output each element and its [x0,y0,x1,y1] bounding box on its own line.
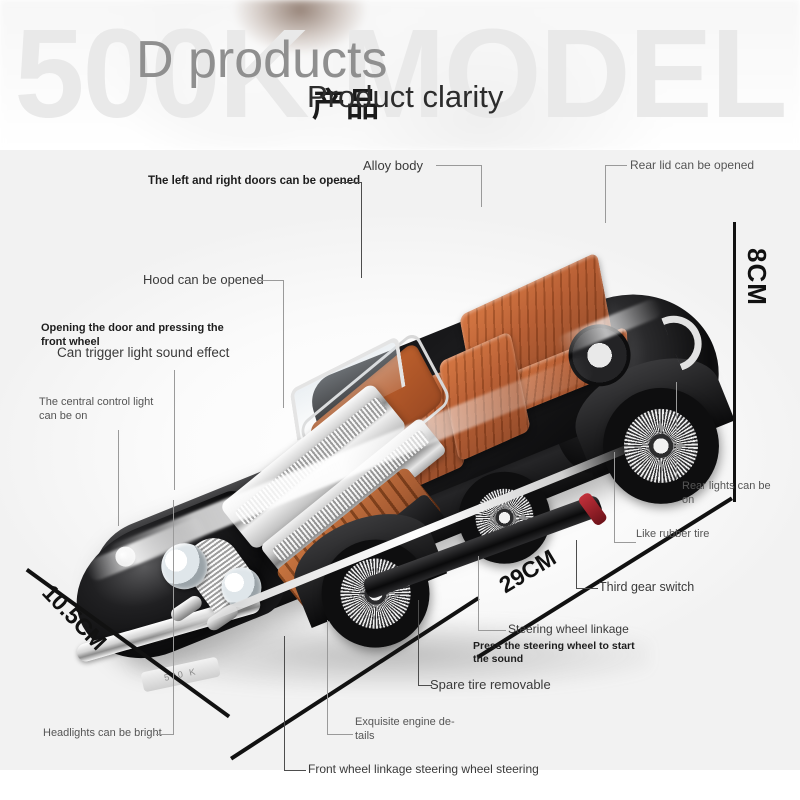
callout-open-door-press: Opening the door and pressing the front … [41,322,224,348]
leader-third-gear-v [576,540,577,588]
dimension-line-height [733,222,736,502]
leader-hood-h [256,280,284,281]
callout-rear-lights: Rear lights can be on [682,480,771,506]
callout-front-wheel-linkage: Front wheel linkage steering wheel steer… [308,762,539,776]
headline-dark: Product clarity [307,79,504,114]
top-blurred-photo [0,0,800,150]
leader-headlights-v [173,500,174,734]
callout-central-control: The central control light can be on [39,396,154,422]
leader-headlights-h [156,734,174,735]
leader-steering-linkage-v [478,556,479,630]
callout-light-sound: Can trigger light sound effect [57,345,230,360]
callout-headlights: Headlights can be bright [43,727,162,739]
leader-third-gear-h [576,588,598,589]
callout-engine-details: Exquisite engine de-tails [355,716,455,742]
leader-rear-lights-v [676,382,677,480]
leader-rear-lid-v [605,165,606,223]
callout-hood-opened: Hood can be opened [143,272,264,287]
leader-spare-tire-v [418,600,419,685]
callout-rear-lid: Rear lid can be opened [630,158,755,172]
leader-engine-details-v [327,620,328,734]
leader-rear-lid-h [605,165,627,166]
callout-third-gear: Third gear switch [599,580,695,594]
callout-steering-linkage: Steering wheel linkage [508,622,629,636]
leader-light-sound-v [174,370,175,490]
leader-left-right-doors-h [338,182,362,183]
leader-central-control-v [118,430,119,526]
brand-watermark: 500K MODEL [14,3,787,144]
callout-left-right-doors: The left and right doors can be opened [148,175,361,187]
headline-chinese: 产品 [312,86,380,123]
dimension-label-height: 8CM [742,248,772,306]
leader-front-wheel-v [284,636,285,770]
leader-front-wheel-h [284,770,306,771]
callout-rubber-tire: Like rubber tire [636,528,710,540]
leader-alloy-body-v [481,165,482,207]
leader-hood-v [283,280,284,408]
callout-alloy-body: Alloy body [363,158,423,173]
model-car-photo: 500 K [0,150,800,770]
leader-spare-tire-h [418,685,432,686]
leader-rubber-tire-h [614,542,636,543]
callout-spare-tire: Spare tire removable [430,677,551,692]
callout-press-steering: Press the steering wheel to start the so… [473,640,635,666]
leader-left-right-doors-v [361,182,362,278]
headline-gray: D products [136,31,388,89]
leader-engine-details-h [327,734,353,735]
leader-rubber-tire-v [614,452,615,542]
leader-steering-linkage-h [478,630,506,631]
leader-alloy-body-h [436,165,482,166]
